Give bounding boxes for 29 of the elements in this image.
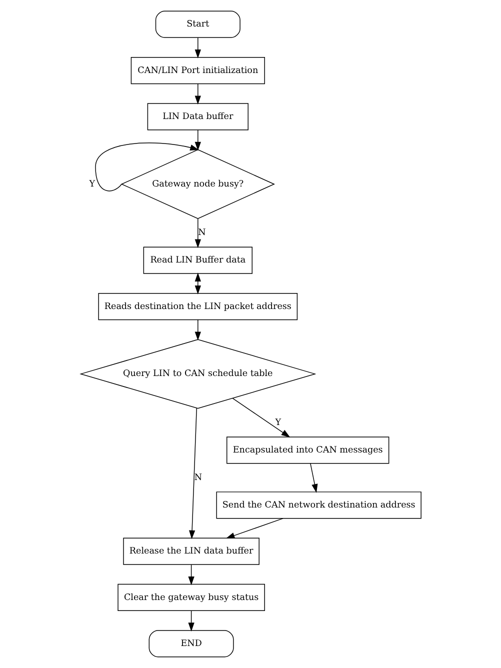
- arrow: [232, 398, 290, 438]
- edge-label: N: [194, 472, 202, 483]
- node-box: LIN Data buffer: [146, 103, 248, 130]
- node-box: Encapsulated into CAN messages: [226, 436, 389, 464]
- arrow: [188, 564, 194, 586]
- node-box: CAN/LIN Port initialization: [130, 56, 264, 84]
- arrow: [94, 142, 198, 192]
- node-diamond: Gateway node busy?: [120, 149, 274, 219]
- node-diamond: Query LIN to CAN schedule table: [79, 339, 316, 409]
- edge-label: Y: [88, 179, 95, 190]
- arrow: [188, 610, 194, 632]
- arrow: [188, 408, 196, 540]
- arrow: [194, 320, 200, 341]
- arrow: [225, 518, 283, 538]
- arrow: [194, 130, 200, 151]
- node-box: Release the LIN data buffer: [122, 538, 259, 565]
- arrow: [194, 37, 200, 58]
- node-box: Send the CAN network destination address: [216, 492, 421, 519]
- node-box: Clear the gateway busy status: [117, 584, 264, 612]
- arrow: [194, 84, 200, 104]
- edge-label: Y: [274, 418, 281, 428]
- node-box: END: [148, 630, 234, 658]
- edge-label: N: [198, 228, 206, 238]
- arrow: [310, 463, 318, 493]
- node-box: Reads destination the LIN packet address: [98, 292, 298, 320]
- arrow: [194, 272, 200, 294]
- arrow: [194, 218, 200, 248]
- node-box: Start: [154, 10, 240, 38]
- node-box: Read LIN Buffer data: [142, 246, 252, 274]
